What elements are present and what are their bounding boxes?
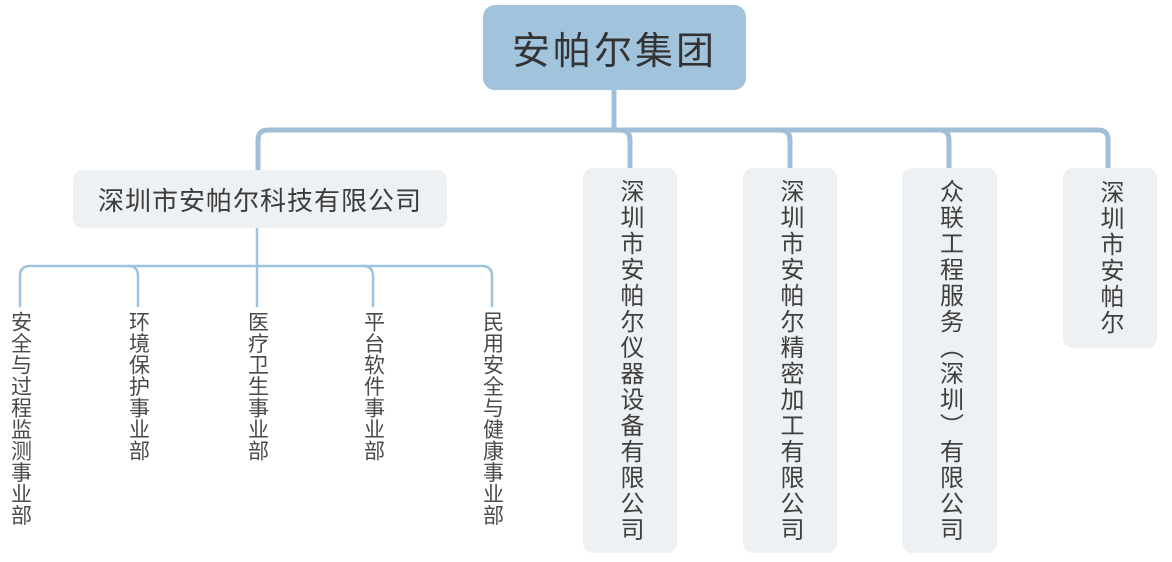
org-root-label: 安帕尔集团 xyxy=(511,29,717,73)
subsidiary-label: 深圳市安帕尔科技有限公司 xyxy=(97,186,422,217)
level2-bus-line xyxy=(18,264,494,308)
department-item-environment: 环境保护事业部 xyxy=(126,311,151,462)
drop-zhonglian-line xyxy=(938,127,952,170)
department-label: 平台软件事业部 xyxy=(361,311,386,462)
subsidiary-node-anpaer: 深圳市安帕尔 xyxy=(1063,168,1157,348)
subsidiary-node-precision: 深圳市安帕尔精密加工有限公司 xyxy=(743,168,837,553)
subsidiary-node-instrument: 深圳市安帕尔仪器设备有限公司 xyxy=(583,168,677,553)
department-label: 医疗卫生事业部 xyxy=(245,311,270,462)
subsidiary-node-zhonglian: 众联工程服务（深圳）有限公司 xyxy=(902,168,997,553)
drop-instrument-line xyxy=(619,127,633,170)
department-label: 民用安全与健康事业部 xyxy=(480,311,505,526)
drop-platform-line xyxy=(361,264,375,308)
subsidiary-label: 众联工程服务（深圳）有限公司 xyxy=(935,178,964,543)
drop-precision-line xyxy=(779,127,793,170)
subsidiary-label: 深圳市安帕尔精密加工有限公司 xyxy=(776,178,804,543)
drop-environment-line xyxy=(126,264,140,308)
subsidiary-node-tech: 深圳市安帕尔科技有限公司 xyxy=(73,170,447,228)
department-item-safety-monitoring: 安全与过程监测事业部 xyxy=(8,311,33,526)
department-item-platform-software: 平台软件事业部 xyxy=(361,311,386,462)
subsidiary-label: 深圳市安帕尔仪器设备有限公司 xyxy=(616,178,644,543)
department-label: 安全与过程监测事业部 xyxy=(8,311,33,526)
department-item-civil-safety: 民用安全与健康事业部 xyxy=(480,311,505,526)
subsidiary-label: 深圳市安帕尔 xyxy=(1096,180,1124,336)
department-label: 环境保护事业部 xyxy=(126,311,151,462)
org-root-node: 安帕尔集团 xyxy=(483,5,746,90)
level1-bus-line xyxy=(255,127,1111,172)
department-item-medical: 医疗卫生事业部 xyxy=(245,311,270,462)
